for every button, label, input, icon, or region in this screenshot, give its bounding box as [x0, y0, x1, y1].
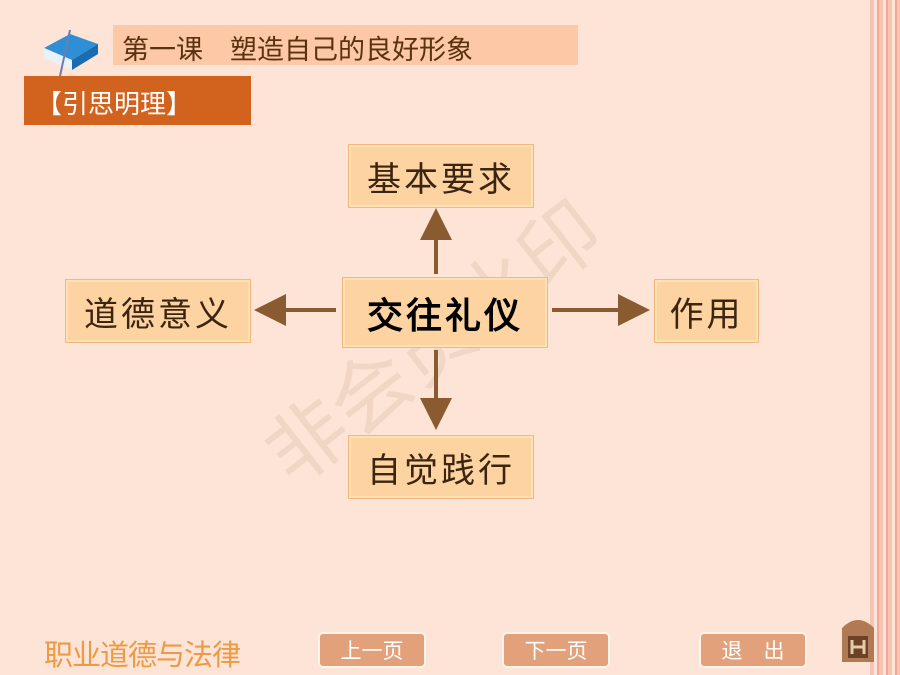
node-moral-meaning: 道德意义 [66, 280, 250, 342]
node-function: 作用 [655, 280, 758, 342]
lesson-title: 第一课 塑造自己的良好形象 [122, 35, 473, 66]
next-page-button[interactable]: 下一页 [502, 632, 610, 668]
section-label-text: 【引思明理】 [36, 90, 193, 120]
prev-page-button[interactable]: 上一页 [318, 632, 426, 668]
title-bar [113, 25, 578, 65]
exit-button[interactable]: 退 出 [699, 632, 807, 668]
home-emblem-icon[interactable] [838, 612, 878, 668]
decorative-border [870, 0, 900, 675]
course-brand: 职业道德与法律 [44, 638, 241, 672]
node-etiquette: 交往礼仪 [343, 278, 547, 347]
node-basic-requirements: 基本要求 [349, 145, 533, 207]
node-practice: 自觉践行 [349, 436, 533, 498]
section-label: 【引思明理】 [24, 76, 251, 125]
book-icon [44, 29, 98, 77]
